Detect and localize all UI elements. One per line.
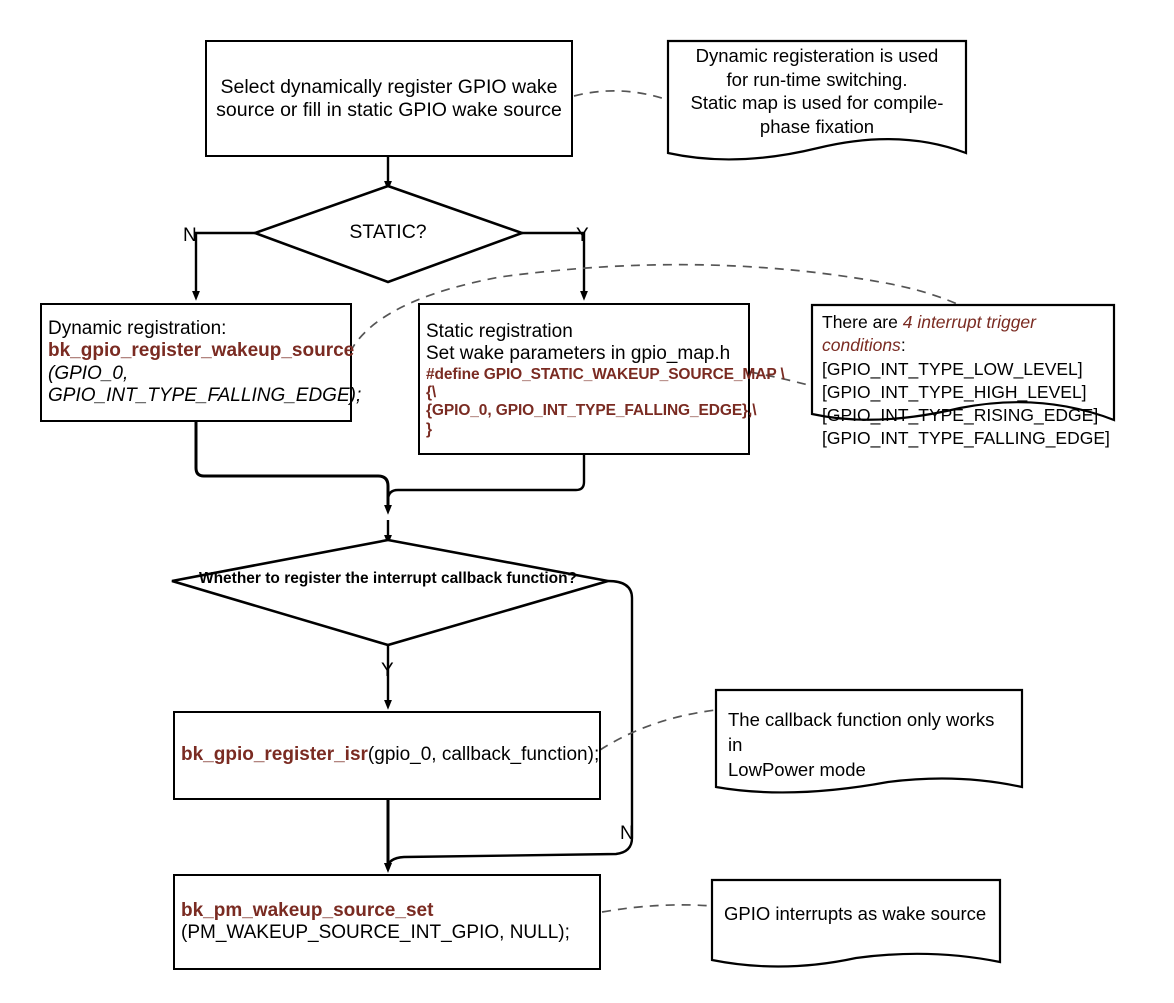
wakeup-function-args: (PM_WAKEUP_SOURCE_INT_GPIO, NULL);	[181, 922, 570, 943]
static-registration-box[interactable]: Static registration Set wake parameters …	[418, 303, 785, 455]
edge-label-static-yes: Y	[576, 225, 589, 246]
note-trigger-emphasis: 4 interrupt trigger conditions	[822, 312, 1036, 356]
dynamic-box-arg-2: GPIO_INT_TYPE_FALLING_EDGE);	[48, 384, 362, 406]
dashed-isr-to-note	[599, 709, 717, 751]
note-trigger-conditions-text: There are 4 interrupt trigger conditions…	[822, 311, 1110, 451]
isr-function-name: bk_gpio_register_isr	[181, 744, 368, 766]
note-trigger-item-4: [GPIO_INT_TYPE_FALLING_EDGE]	[822, 428, 1110, 449]
note-dynamic-static-line-3: Static map is used for compile-	[690, 92, 944, 114]
note-dynamic-static-text: Dynamic registeration is used for run-ti…	[676, 44, 958, 139]
note-trigger-heading: There are 4 interrupt trigger conditions…	[822, 311, 1104, 358]
note-dynamic-static-line-2: for run-time switching.	[726, 68, 908, 90]
static-box-open-brace: {\	[426, 384, 437, 402]
note-dynamic-static[interactable]: Dynamic registeration is used for run-ti…	[668, 41, 966, 161]
static-box-define: #define GPIO_STATIC_WAKEUP_SOURCE_MAP \	[426, 365, 785, 383]
note-callback-lowpower[interactable]: The callback function only works in LowP…	[716, 690, 1022, 790]
edge-static-to-merge	[386, 455, 586, 510]
isr-box-statement: bk_gpio_register_isr(gpio_0, callback_fu…	[175, 744, 605, 766]
note-trigger-item-2: [GPIO_INT_TYPE_HIGH_LEVEL]	[822, 381, 1087, 402]
start-box-line-2: source or fill in static GPIO wake sourc…	[216, 98, 562, 121]
edge-dynamic-to-merge	[194, 422, 392, 515]
start-box[interactable]: Select dynamically register GPIO wake so…	[205, 40, 573, 157]
decision-callback-label: Whether to register the interrupt callba…	[198, 570, 578, 587]
decision-static-label: STATIC?	[349, 221, 427, 243]
static-box-entry: {GPIO_0, GPIO_INT_TYPE_FALLING_EDGE},\	[426, 402, 757, 420]
static-box-close-brace: }	[426, 420, 432, 438]
static-box-line-2: Set wake parameters in gpio_map.h	[426, 343, 731, 365]
note-gpio-wake[interactable]: GPIO interrupts as wake source	[712, 880, 1000, 970]
note-dynamic-static-line-1: Dynamic registeration is used	[695, 45, 939, 66]
dynamic-box-arg-1: (GPIO_0,	[48, 362, 129, 384]
note-trigger-prefix: There are	[822, 312, 903, 332]
note-callback-line-2: LowPower mode	[728, 758, 866, 780]
start-box-line-1: Select dynamically register GPIO wake	[220, 75, 558, 98]
edge-label-callback-no: N	[620, 823, 634, 844]
pm-wakeup-source-set-box[interactable]: bk_pm_wakeup_source_set (PM_WAKEUP_SOURC…	[173, 874, 601, 970]
note-trigger-item-1: [GPIO_INT_TYPE_LOW_LEVEL]	[822, 358, 1083, 379]
note-gpio-wake-text: GPIO interrupts as wake source	[724, 902, 990, 926]
note-callback-lowpower-text: The callback function only works in LowP…	[728, 708, 1012, 782]
dashed-wakeup-to-note	[601, 904, 713, 913]
register-isr-box[interactable]: bk_gpio_register_isr(gpio_0, callback_fu…	[173, 711, 601, 800]
edge-static-yes	[522, 231, 588, 301]
isr-function-args: (gpio_0, callback_function);	[367, 744, 600, 766]
note-trigger-item-3: [GPIO_INT_TYPE_RISING_EDGE]	[822, 405, 1099, 426]
dynamic-registration-box[interactable]: Dynamic registration: bk_gpio_register_w…	[40, 303, 361, 422]
edge-label-callback-yes: Y	[381, 660, 394, 681]
note-gpio-wake-line-1: GPIO interrupts as wake source	[724, 903, 987, 924]
edge-static-no	[192, 231, 255, 301]
dynamic-box-line-1: Dynamic registration:	[48, 317, 227, 339]
edge-label-static-no: N	[183, 225, 197, 246]
note-trigger-conditions[interactable]: There are 4 interrupt trigger conditions…	[812, 305, 1114, 448]
note-dynamic-static-line-4: phase fixation	[759, 116, 875, 138]
decision-callback-shape	[171, 538, 609, 647]
static-box-line-1: Static registration	[426, 321, 573, 343]
wakeup-function-name: bk_pm_wakeup_source_set	[181, 899, 434, 921]
dynamic-box-function: bk_gpio_register_wakeup_source	[48, 340, 355, 362]
note-trigger-suffix: :	[900, 335, 906, 356]
dashed-start-to-note	[573, 90, 669, 101]
note-callback-line-1: The callback function only works in	[728, 709, 995, 755]
